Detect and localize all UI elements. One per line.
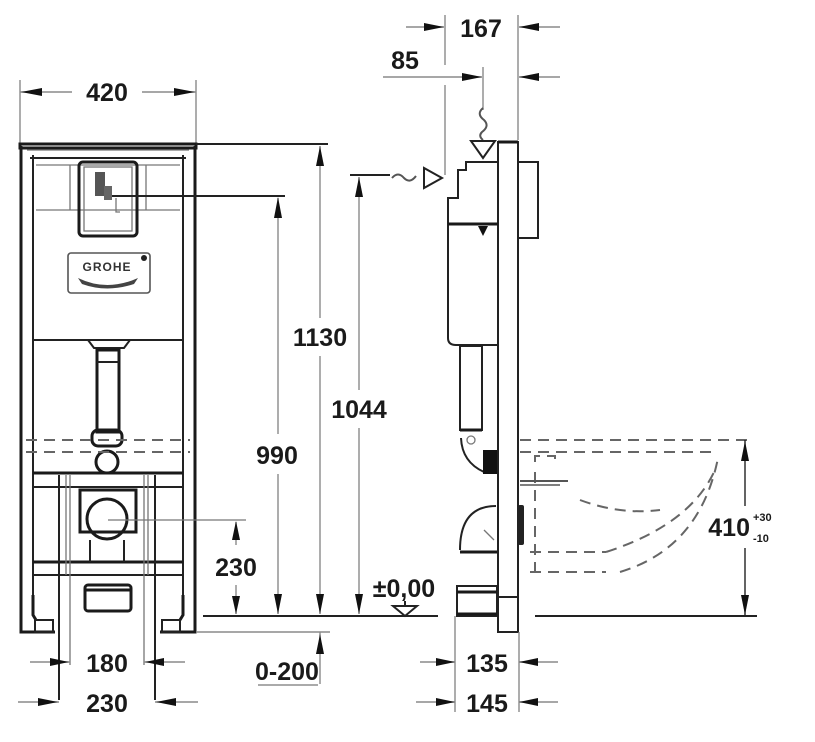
water-supply-symbol-top xyxy=(469,107,497,160)
label-frame-height: 1130 xyxy=(293,324,347,352)
brand-logo-text: GROHE xyxy=(82,260,131,274)
label-frame-width: 420 xyxy=(86,79,128,107)
label-outlet-height: 230 xyxy=(215,554,257,582)
front-view: 420 xyxy=(18,79,285,718)
flush-actuator-window xyxy=(77,160,139,238)
vertical-dimensions: 990 1130 1044 230 ±0,00 0-200 xyxy=(196,143,438,686)
label-flush-height: 990 xyxy=(256,442,298,470)
frame-feet xyxy=(19,595,197,634)
dimension-top-depth: 167 xyxy=(406,15,560,140)
dimension-bottom-depth-inner: 135 xyxy=(420,650,558,678)
drain-pipe xyxy=(87,339,131,475)
side-view: 167 85 xyxy=(383,15,772,718)
label-outlet-outer: 230 xyxy=(86,690,128,718)
label-bowl-tolerance-plus: +30 xyxy=(753,512,772,524)
dimension-bottom-depth-outer: 145 xyxy=(416,690,558,718)
dimension-outlet-inner: 180 xyxy=(30,650,185,678)
label-bottom-depth-outer: 145 xyxy=(466,690,508,718)
frame-outline xyxy=(18,142,198,632)
water-supply-symbol-side xyxy=(391,166,445,190)
brand-logo-plate: GROHE xyxy=(67,252,151,294)
label-outlet-inner: 180 xyxy=(86,650,128,678)
label-bottom-depth-inner: 135 xyxy=(466,650,508,678)
label-bowl-tolerance-minus: -10 xyxy=(753,533,769,545)
dimension-bowl-height: 410 +30 -10 xyxy=(708,440,772,616)
label-top-depth: 167 xyxy=(460,15,502,43)
label-supply-height: 1044 xyxy=(331,396,387,424)
outlet-connection xyxy=(78,488,138,613)
dimension-frame-width: 420 xyxy=(19,79,197,145)
wc-bowl-outline xyxy=(520,439,750,573)
label-top-offset: 85 xyxy=(391,47,419,75)
floor-level-symbol xyxy=(390,605,420,618)
dimension-top-offset: 85 xyxy=(383,47,560,110)
label-floor-level: ±0,00 xyxy=(373,575,435,603)
dimension-outlet-outer: 230 xyxy=(18,690,198,718)
label-foot-adjustment: 0-200 xyxy=(255,658,319,686)
label-bowl-height: 410 xyxy=(708,514,750,542)
